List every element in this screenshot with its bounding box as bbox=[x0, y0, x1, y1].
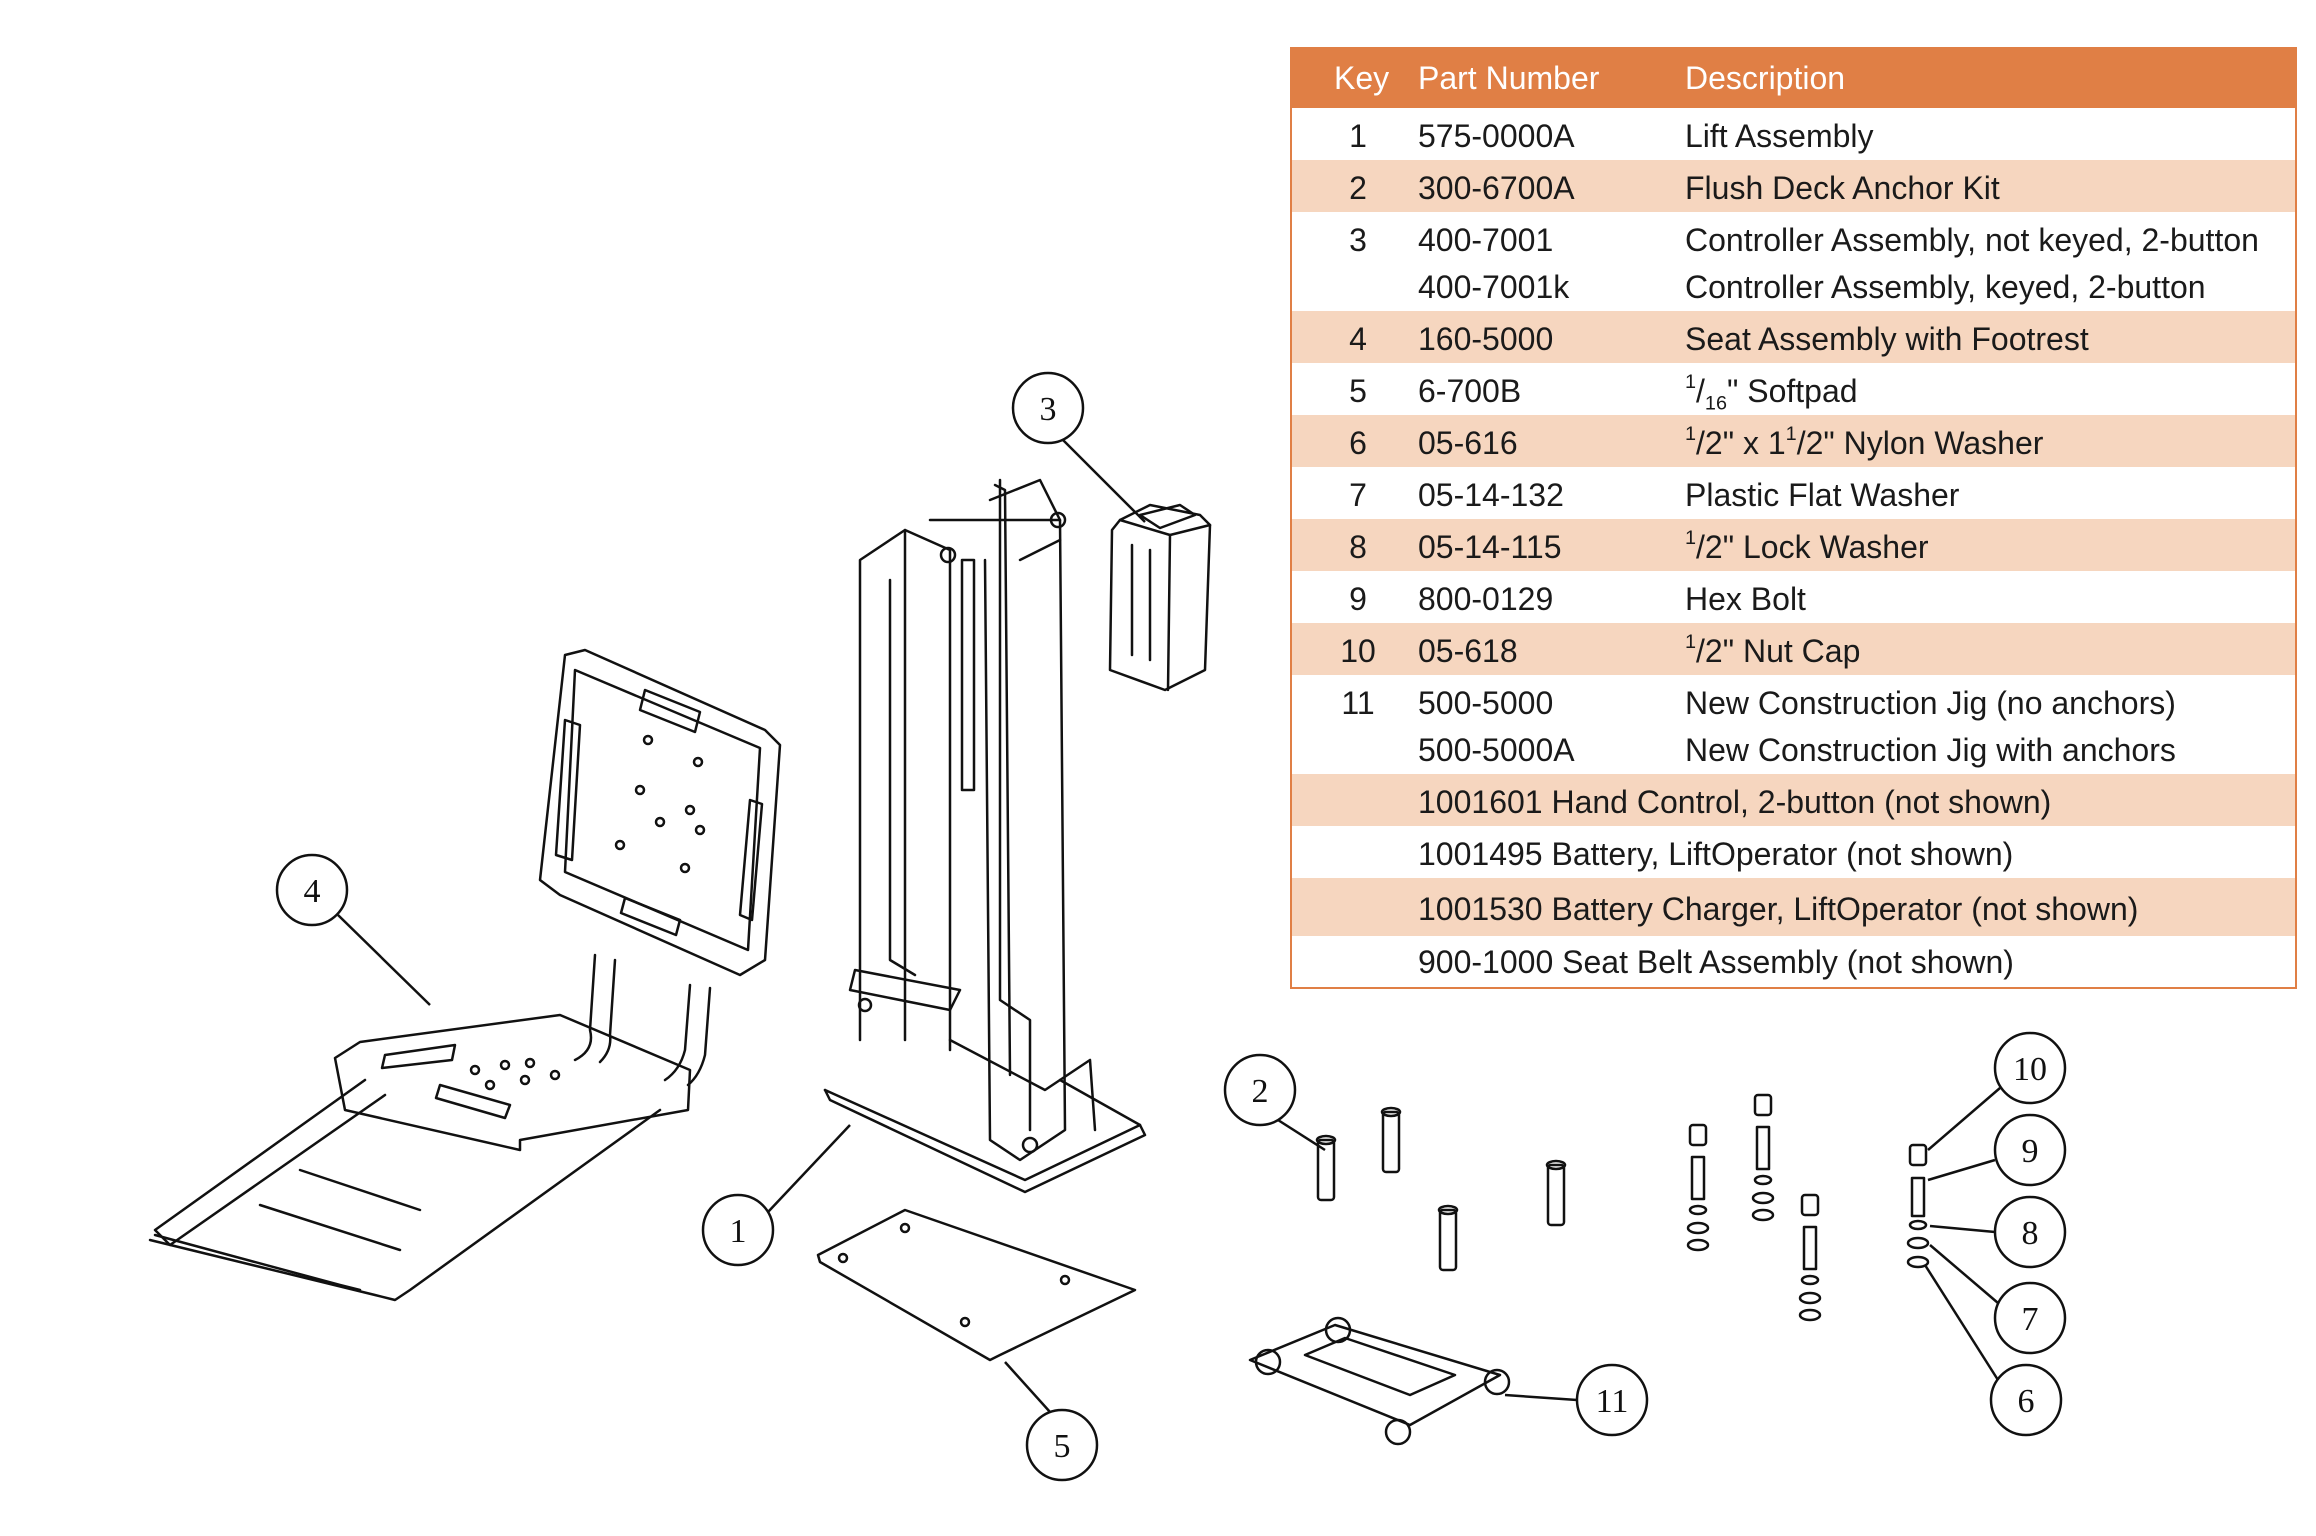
callout-11-label: 11 bbox=[1596, 1383, 1629, 1420]
header-part-number: Part Number bbox=[1418, 60, 1600, 96]
softpad-drawing bbox=[816, 1208, 1137, 1362]
row-part-number: 05-14-132 bbox=[1418, 477, 1564, 513]
row-key: 6 bbox=[1349, 425, 1367, 461]
row-key: 1 bbox=[1349, 118, 1367, 154]
header-description: Description bbox=[1685, 60, 1846, 96]
callout-6-label: 6 bbox=[2018, 1383, 2035, 1420]
hardware-drawing bbox=[1686, 1093, 1930, 1322]
callout-8-label: 8 bbox=[2022, 1215, 2039, 1252]
row-description: Controller Assembly, not keyed, 2-button bbox=[1685, 222, 2259, 258]
row-description: Seat Assembly with Footrest bbox=[1685, 321, 2089, 357]
callout-1-label: 1 bbox=[730, 1213, 747, 1250]
table-row-not-shown: 900-1000 Seat Belt Assembly (not shown) bbox=[1292, 936, 2295, 988]
jig-drawing bbox=[1248, 1316, 1511, 1446]
row-description: Hex Bolt bbox=[1685, 581, 1806, 617]
row-key: 8 bbox=[1349, 529, 1367, 565]
row-key: 2 bbox=[1349, 170, 1367, 206]
row-description: 1/16" Softpad bbox=[1685, 371, 1858, 415]
callout-4-label: 4 bbox=[304, 873, 321, 910]
row-text: 1001601 Hand Control, 2-button (not show… bbox=[1418, 784, 2052, 820]
controller-drawing bbox=[1108, 503, 1212, 692]
row-part-number: 05-616 bbox=[1418, 425, 1518, 461]
table-row: 1 575-0000A Lift Assembly bbox=[1292, 108, 2295, 160]
callout-group: 1 2 3 4 5 6 7 8 9 10 11 bbox=[275, 371, 2067, 1482]
row-description: 1/2" Nut Cap bbox=[1685, 631, 1861, 669]
row-part-number: 6-700B bbox=[1418, 373, 1522, 409]
row-part-number: 160-5000 bbox=[1418, 321, 1554, 357]
table-row-not-shown: 1001530 Battery Charger, LiftOperator (n… bbox=[1292, 878, 2295, 936]
callout-2-label: 2 bbox=[1252, 1073, 1269, 1110]
anchor-drawing bbox=[1315, 1106, 1567, 1272]
row-text: 1001495 Battery, LiftOperator (not shown… bbox=[1418, 836, 2014, 872]
row-key: 5 bbox=[1349, 373, 1367, 409]
row-description-alt: Controller Assembly, keyed, 2-button bbox=[1685, 269, 2206, 305]
seat-assembly-drawing bbox=[148, 648, 782, 1302]
parts-table: Key Part Number Description 1 575-0000A … bbox=[1290, 47, 2297, 989]
row-key: 3 bbox=[1349, 222, 1367, 258]
callout-5-label: 5 bbox=[1054, 1428, 1071, 1465]
table-row: 3 400-7001 Controller Assembly, not keye… bbox=[1292, 212, 2295, 311]
row-description: Lift Assembly bbox=[1685, 118, 1874, 154]
row-key: 7 bbox=[1349, 477, 1367, 513]
row-text: 1001530 Battery Charger, LiftOperator (n… bbox=[1418, 891, 2139, 927]
row-part-number: 800-0129 bbox=[1418, 581, 1554, 617]
row-part-number-alt: 500-5000A bbox=[1418, 732, 1575, 768]
table-row: 11 500-5000 New Construction Jig (no anc… bbox=[1292, 675, 2295, 774]
table-row: 7 05-14-132 Plastic Flat Washer bbox=[1292, 467, 2295, 519]
table-row: 5 6-700B 1/16" Softpad bbox=[1292, 363, 2295, 415]
table-row-not-shown: 1001495 Battery, LiftOperator (not shown… bbox=[1292, 826, 2295, 878]
row-part-number: 500-5000 bbox=[1418, 685, 1554, 721]
row-text: 900-1000 Seat Belt Assembly (not shown) bbox=[1418, 944, 2014, 980]
row-description: 1/2" Lock Washer bbox=[1685, 527, 1929, 565]
callout-9-label: 9 bbox=[2022, 1133, 2039, 1170]
row-description: New Construction Jig (no anchors) bbox=[1685, 685, 2176, 721]
table-row: 10 05-618 1/2" Nut Cap bbox=[1292, 623, 2295, 675]
table-row: 8 05-14-115 1/2" Lock Washer bbox=[1292, 519, 2295, 571]
row-description: 1/2" x 11/2" Nylon Washer bbox=[1685, 423, 2044, 461]
lift-assembly-drawing bbox=[823, 478, 1147, 1194]
row-key: 10 bbox=[1340, 633, 1376, 669]
row-part-number-alt: 400-7001k bbox=[1418, 269, 1570, 305]
row-part-number: 400-7001 bbox=[1418, 222, 1554, 258]
header-key: Key bbox=[1334, 60, 1390, 96]
row-part-number: 05-14-115 bbox=[1418, 529, 1562, 565]
row-key: 4 bbox=[1349, 321, 1367, 357]
row-key: 11 bbox=[1341, 685, 1375, 721]
table-row: 6 05-616 1/2" x 11/2" Nylon Washer bbox=[1292, 415, 2295, 467]
row-part-number: 575-0000A bbox=[1418, 118, 1575, 154]
callout-10-label: 10 bbox=[2013, 1051, 2047, 1088]
row-description: Flush Deck Anchor Kit bbox=[1685, 170, 2000, 206]
table-row: 4 160-5000 Seat Assembly with Footrest bbox=[1292, 311, 2295, 363]
table-row: 2 300-6700A Flush Deck Anchor Kit bbox=[1292, 160, 2295, 212]
row-part-number: 05-618 bbox=[1418, 633, 1518, 669]
callout-7-label: 7 bbox=[2022, 1301, 2039, 1338]
row-key: 9 bbox=[1349, 581, 1367, 617]
table-header: Key Part Number Description bbox=[1292, 49, 2295, 108]
callout-3-label: 3 bbox=[1040, 391, 1057, 428]
table-row: 9 800-0129 Hex Bolt bbox=[1292, 571, 2295, 623]
row-description-alt: New Construction Jig with anchors bbox=[1685, 732, 2176, 768]
row-part-number: 300-6700A bbox=[1418, 170, 1575, 206]
row-description: Plastic Flat Washer bbox=[1685, 477, 1960, 513]
table-row-not-shown: 1001601 Hand Control, 2-button (not show… bbox=[1292, 774, 2295, 826]
